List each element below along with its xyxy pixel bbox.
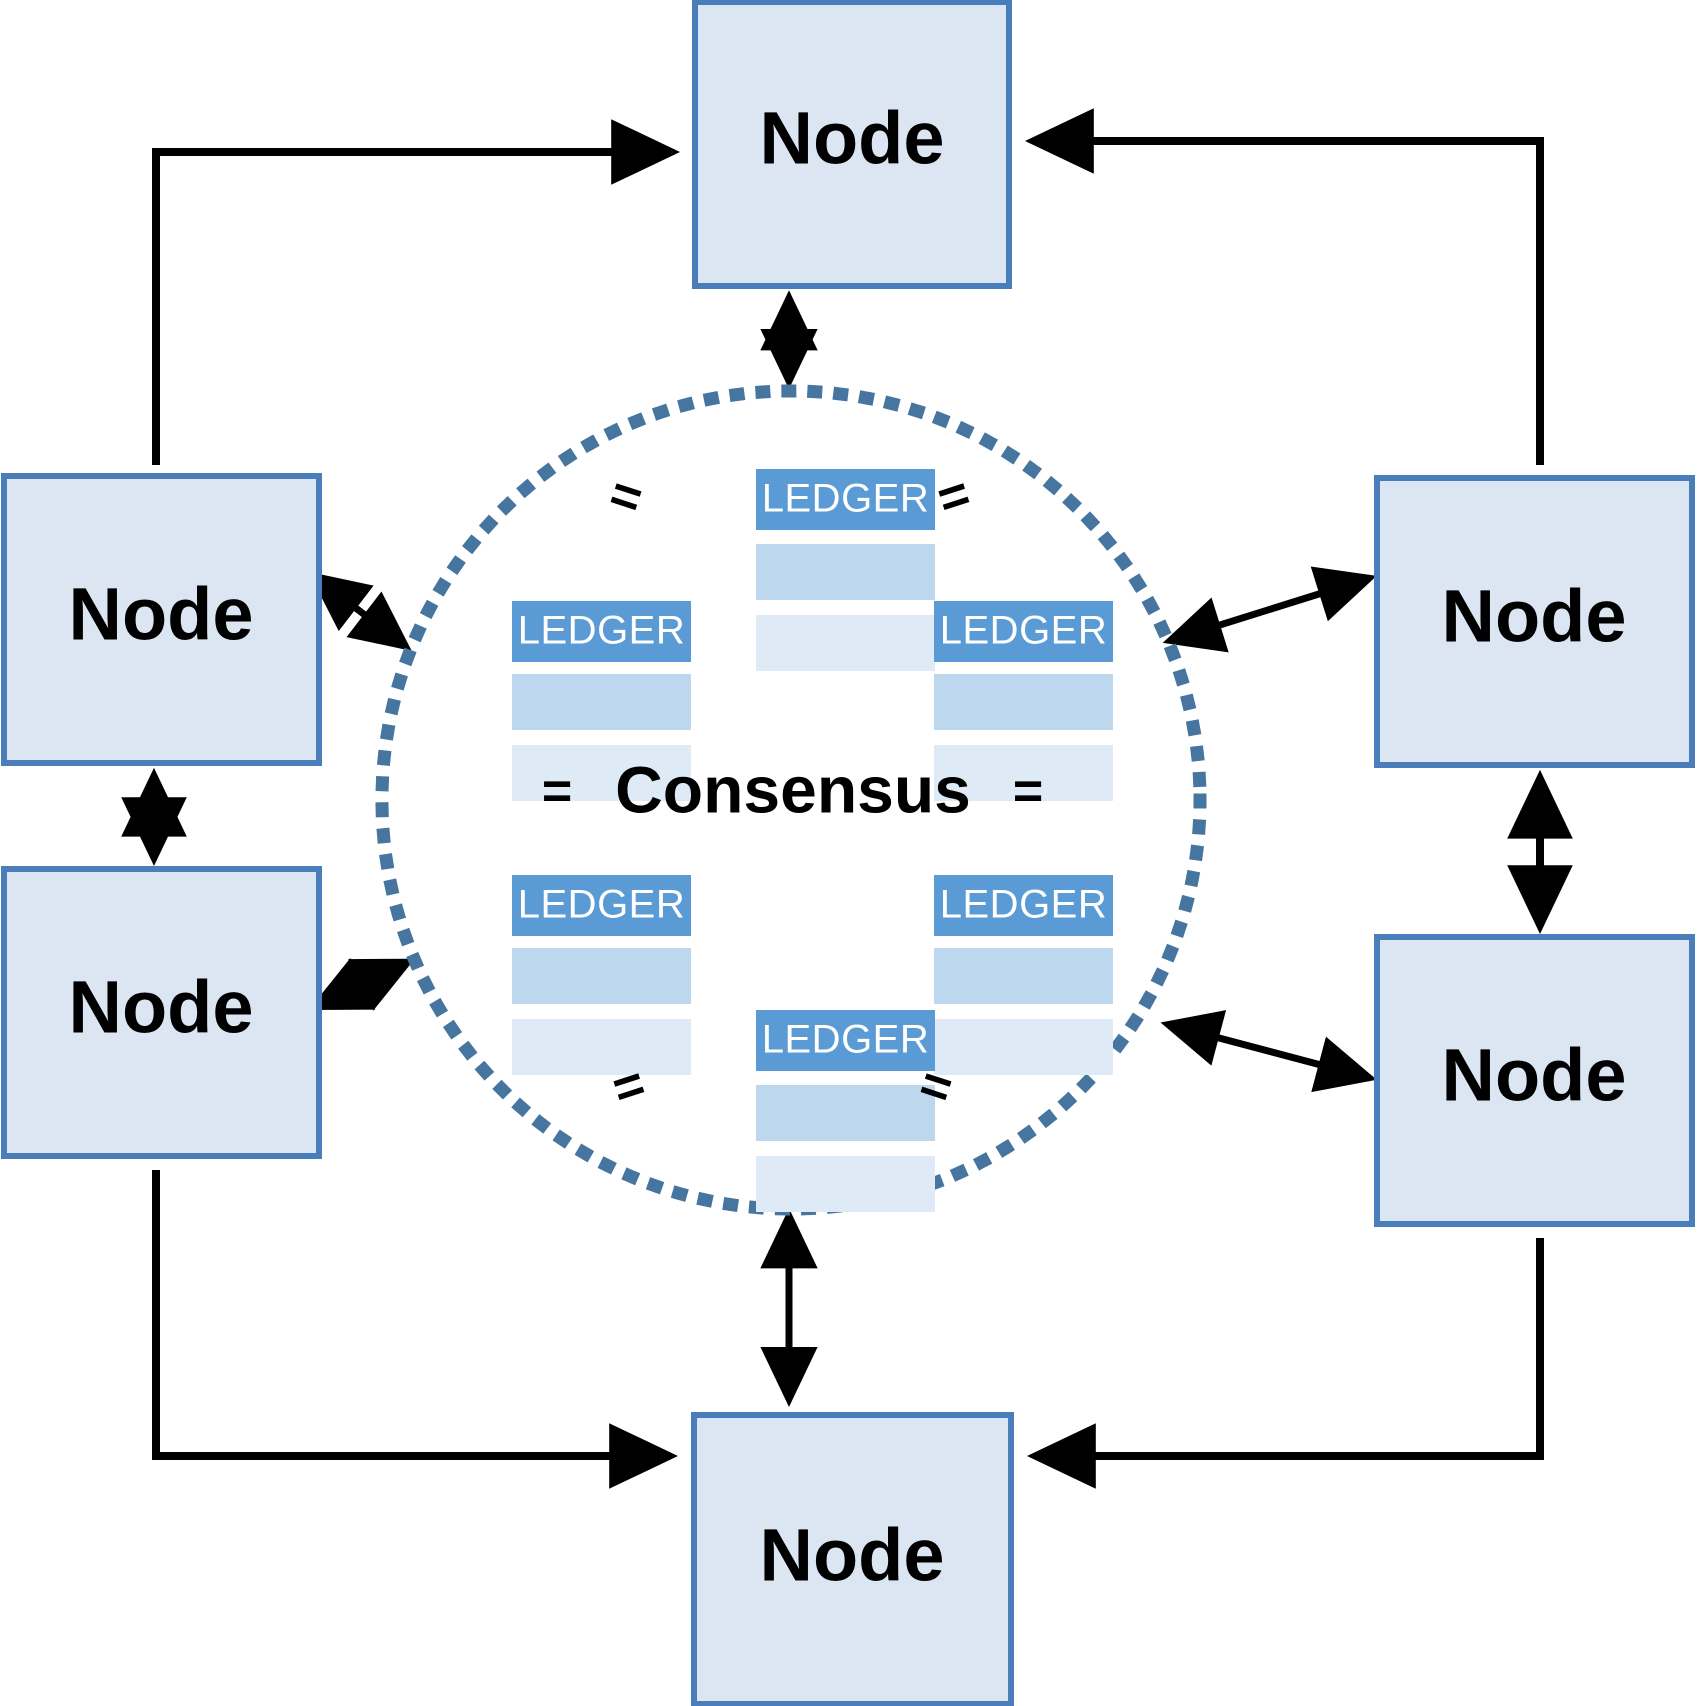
- ledger-right-upper[interactable]: LEDGER: [934, 601, 1113, 801]
- ledger-top-label: LEDGER: [762, 477, 930, 521]
- svg-text:=: =: [603, 465, 650, 530]
- node-right-upper-label: Node: [1442, 575, 1627, 658]
- eq-mid-left-icon: =: [542, 763, 572, 821]
- ledger-right-lower-row-2: [934, 1019, 1113, 1075]
- ledger-left-upper[interactable]: LEDGER: [512, 601, 691, 801]
- eq-top-left-icon: =: [603, 465, 650, 530]
- node-top[interactable]: Node: [692, 0, 1012, 289]
- arrow-center-right-upper: [1162, 566, 1377, 653]
- node-right-lower-label: Node: [1442, 1034, 1627, 1117]
- arrow-center-right-lower: [1160, 1010, 1377, 1093]
- node-bottom[interactable]: Node: [691, 1412, 1014, 1706]
- ledger-bottom-row-2: [756, 1156, 935, 1212]
- ledger-right-upper-label: LEDGER: [940, 609, 1108, 653]
- ledger-left-lower[interactable]: LEDGER: [512, 875, 691, 1075]
- node-right-lower[interactable]: Node: [1374, 934, 1695, 1227]
- node-bottom-label: Node: [760, 1514, 945, 1597]
- ledger-left-upper-row-1: [512, 674, 691, 730]
- node-left-upper-label: Node: [69, 573, 254, 656]
- ledger-right-lower[interactable]: LEDGER: [934, 875, 1113, 1075]
- eq-mid-right-icon: =: [1013, 763, 1043, 821]
- arrow-outer-bottom-right: [1026, 1238, 1544, 1489]
- ledger-right-lower-row-1: [934, 948, 1113, 1004]
- ledger-right-upper-row-2: [934, 745, 1113, 801]
- ledger-right-upper-row-1: [934, 674, 1113, 730]
- arrow-outer-top-right: [1024, 108, 1544, 465]
- svg-text:=: =: [542, 763, 572, 821]
- node-left-lower[interactable]: Node: [1, 866, 322, 1159]
- ledger-left-lower-label: LEDGER: [518, 883, 686, 927]
- ledger-right-lower-label: LEDGER: [940, 883, 1108, 927]
- node-left-upper[interactable]: Node: [1, 473, 322, 766]
- arrow-center-left-lower: [308, 958, 415, 1011]
- ledger-left-upper-row-2: [512, 745, 691, 801]
- arrow-center-left-upper: [308, 571, 412, 651]
- svg-text:=: =: [931, 465, 978, 530]
- arrow-outer-top-left: [152, 119, 681, 465]
- arrow-outer-bottom-left: [152, 1170, 679, 1489]
- consensus-circle: [375, 384, 1207, 1216]
- ledger-bottom-label: LEDGER: [762, 1018, 930, 1062]
- ledger-left-lower-row-1: [512, 948, 691, 1004]
- consensus-label: Consensus: [615, 752, 971, 826]
- node-top-label: Node: [760, 97, 945, 180]
- ledger-bottom-row-1: [756, 1085, 935, 1141]
- eq-top-right-icon: =: [931, 465, 978, 530]
- svg-text:=: =: [1013, 763, 1043, 821]
- ledger-top[interactable]: LEDGER: [756, 469, 935, 671]
- node-left-lower-label: Node: [69, 966, 254, 1049]
- ledger-left-lower-row-2: [512, 1019, 691, 1075]
- ledger-bottom[interactable]: LEDGER: [756, 1010, 935, 1212]
- ledger-top-row-2: [756, 615, 935, 671]
- ledger-top-row-1: [756, 544, 935, 600]
- ledger-left-upper-label: LEDGER: [518, 609, 686, 653]
- node-right-upper[interactable]: Node: [1374, 475, 1695, 768]
